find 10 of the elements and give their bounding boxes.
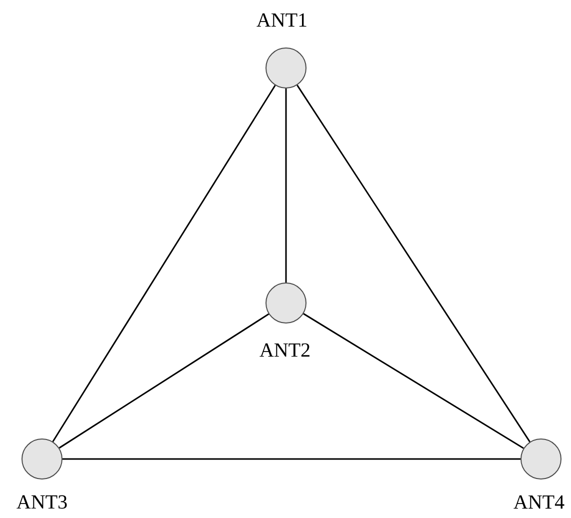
connecting-line: [296, 84, 530, 442]
connecting-line: [52, 84, 276, 442]
node-label: ANT3: [16, 495, 67, 509]
connecting-line: [285, 88, 287, 282]
node-label: ANT1: [256, 13, 306, 27]
connecting-line: [62, 458, 520, 460]
connecting-line: [303, 313, 524, 449]
node-label: ANT2: [260, 343, 310, 357]
node-label: ANT4: [514, 495, 564, 509]
connecting-line: [58, 313, 270, 449]
